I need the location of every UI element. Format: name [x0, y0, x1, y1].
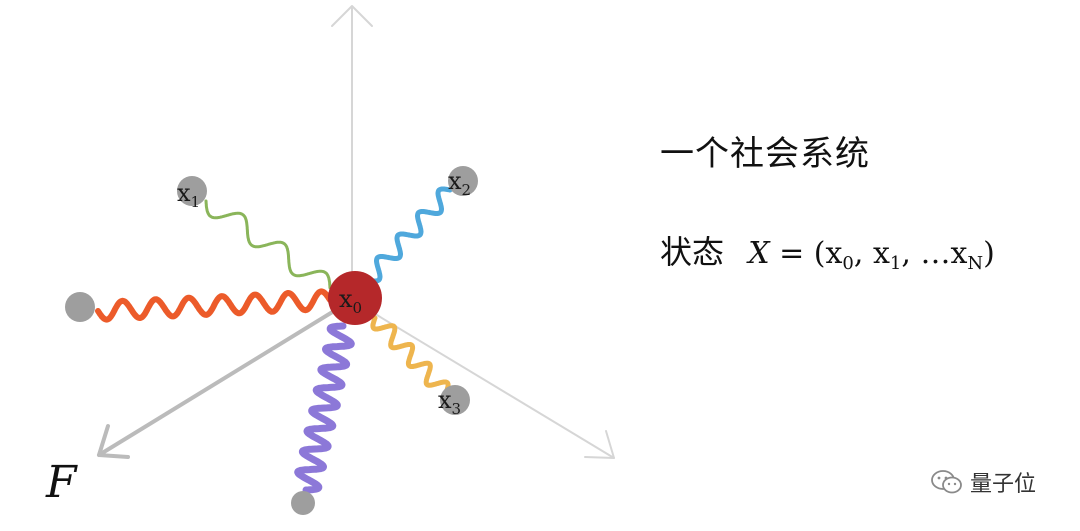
node-x3 [440, 385, 470, 415]
spring-to-x3 [370, 315, 451, 396]
equals-sign: = [779, 236, 805, 271]
force-label: F [45, 457, 78, 508]
spring-to-left-node [95, 288, 333, 323]
close-paren: ) [983, 236, 995, 271]
nodes [65, 166, 478, 515]
ellipsis: … [920, 236, 951, 271]
node-x2-label: x2 [448, 167, 471, 199]
system-title: 一个社会系统 [660, 134, 870, 174]
axes [97, 5, 615, 459]
force-axis [97, 298, 354, 457]
open-paren: ( [813, 236, 826, 271]
state-item-x1: x1 [872, 236, 902, 274]
spring-to-x2 [365, 186, 453, 284]
node-x1 [177, 176, 207, 206]
brand-name: 量子位 [970, 472, 1037, 497]
state-item-xn: xN [950, 236, 984, 274]
node-x0-label: x0 [339, 285, 362, 317]
state-formula: X = (x0, x1, …xN) [748, 236, 995, 274]
node-x1-label: x1 [177, 179, 200, 211]
wechat-icon [931, 470, 962, 494]
vertical-axis-arrowhead [331, 5, 373, 27]
node-x3-label: x3 [438, 386, 461, 418]
separator: , [901, 236, 911, 271]
node-bottom [291, 491, 315, 515]
right-axis-arrowhead [584, 430, 615, 459]
node-x0-center [328, 271, 382, 325]
spring-to-x1 [204, 199, 332, 290]
state-variable: X [748, 236, 770, 271]
node-left [65, 292, 95, 322]
state-label: 状态 [660, 233, 725, 271]
state-item-x0: x0 [825, 236, 854, 274]
separator: , [853, 236, 864, 271]
node-x2 [448, 166, 478, 196]
spring-to-bottom-node [294, 322, 355, 494]
springs [95, 186, 453, 494]
force-axis-arrowhead [97, 424, 130, 459]
state-definition: 状态 X = (x0, x1, …xN) [660, 227, 995, 274]
brand-watermark: 量子位 [930, 466, 1036, 498]
